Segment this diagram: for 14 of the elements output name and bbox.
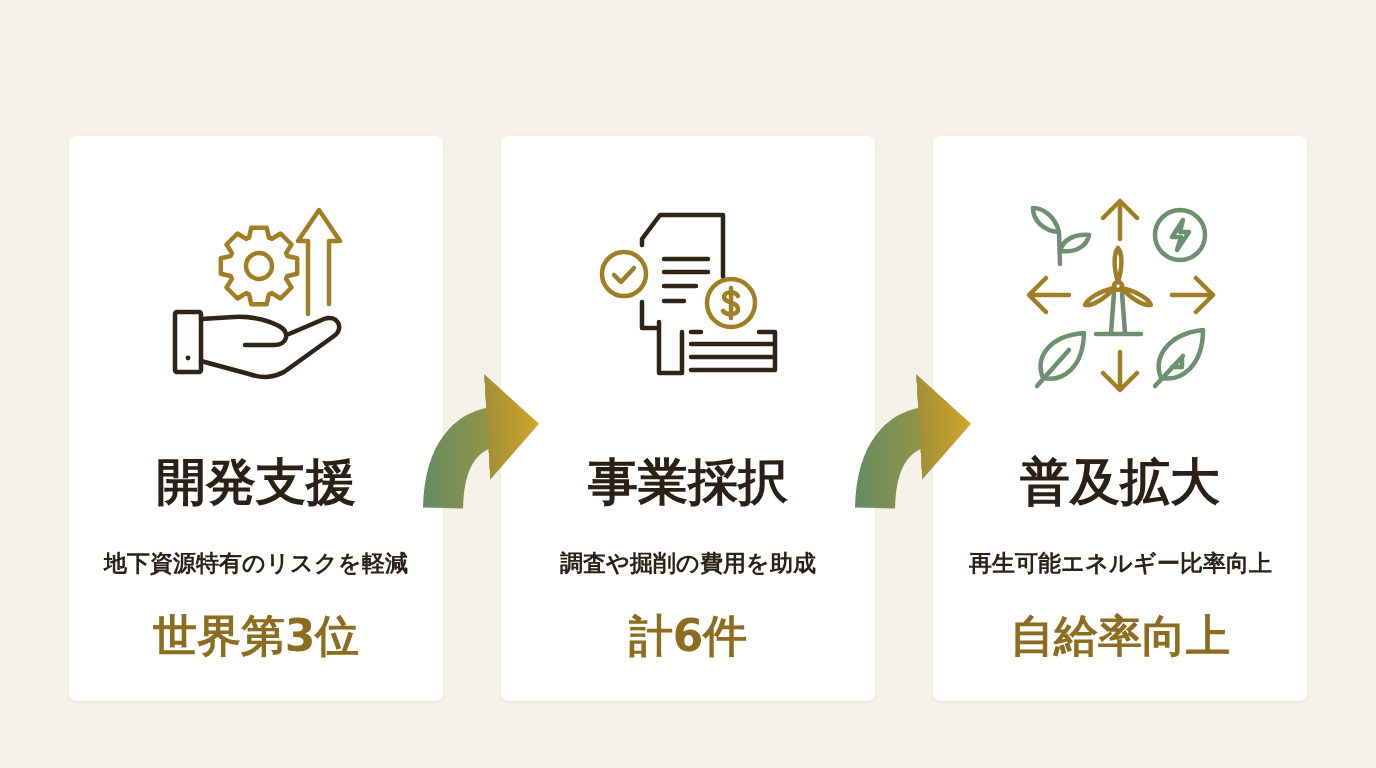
info-card (501, 136, 875, 701)
info-card (69, 136, 443, 701)
description-text: 地下資源特有のリスクを軽減 (104, 549, 408, 578)
card-heading: 事業採択 (588, 452, 788, 512)
card-heading: 開発支援 (156, 452, 356, 512)
card-heading: 普及拡大 (1020, 452, 1220, 512)
stat-value: 計6件 (628, 609, 748, 663)
curved-arrow (855, 375, 971, 510)
description-text: 調査や掘削の費用を助成 (560, 549, 816, 578)
stat-value: 自給率向上 (1010, 609, 1230, 663)
info-card (933, 136, 1307, 701)
description-text: 再生可能エネルギー比率向上 (968, 549, 1272, 578)
stat-value: 世界第3位 (152, 609, 360, 663)
curved-arrow (423, 375, 539, 510)
